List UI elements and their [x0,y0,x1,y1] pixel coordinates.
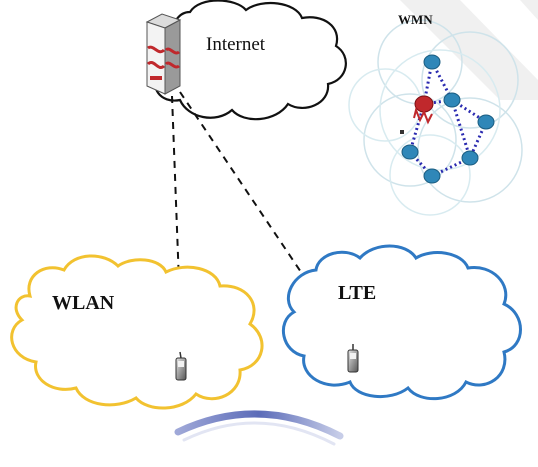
internet-cloud [152,0,347,121]
lte-label: LTE [338,282,377,304]
server-icon [145,13,182,95]
wmn-mesh [348,19,523,216]
handover-arc-icon [174,410,344,446]
wmn-label: WMN [398,12,433,27]
lte-cloud [282,244,522,401]
mobile-phone-icon [175,351,187,381]
background-watermark [400,0,538,100]
internet-label: Internet [206,34,266,55]
wlan-label: WLAN [52,292,115,314]
wlan-cloud [10,254,264,410]
mobile-phone-icon [347,344,359,373]
